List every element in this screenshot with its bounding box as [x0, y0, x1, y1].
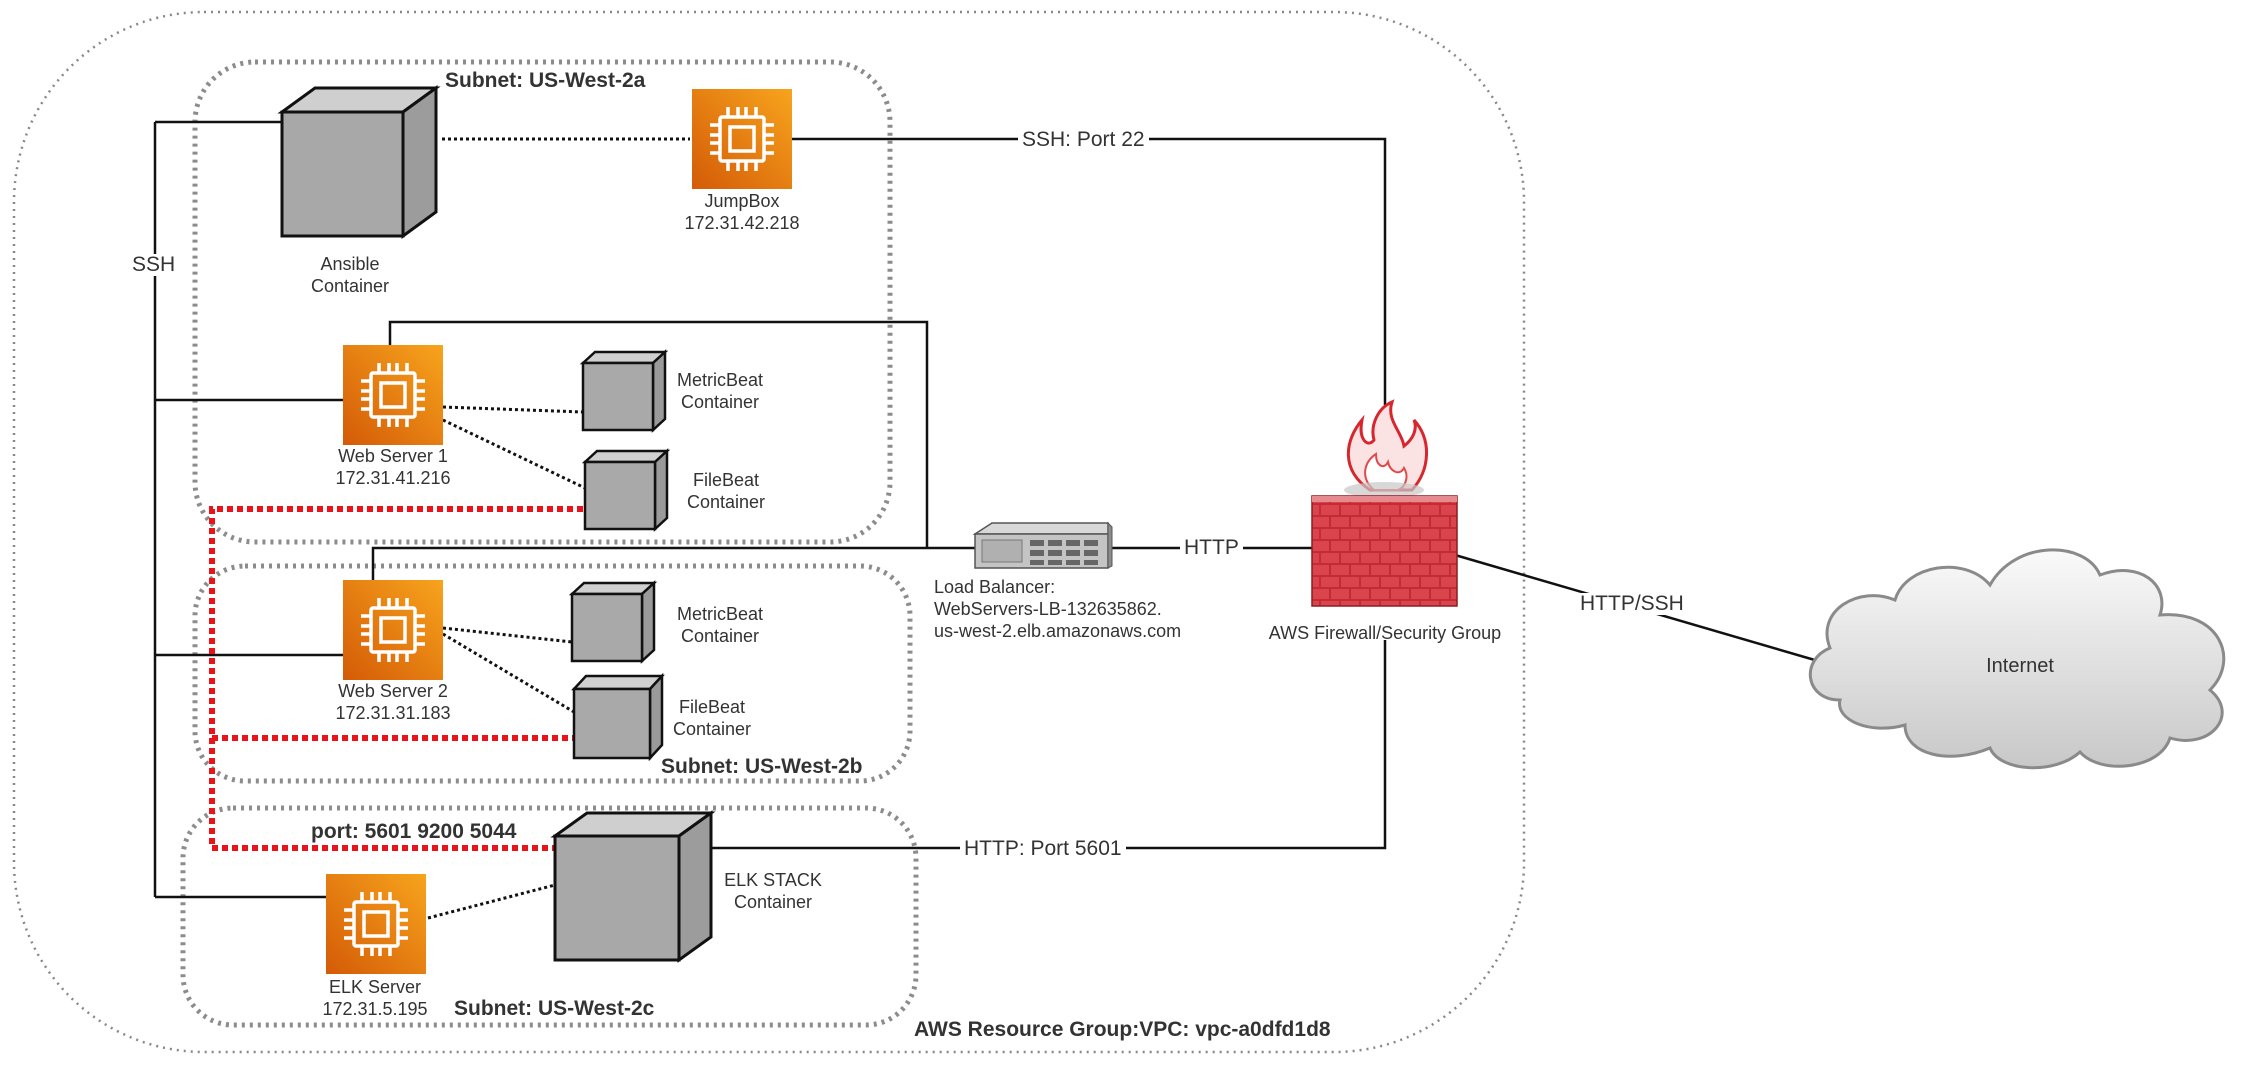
- subnet-us-west-2a-label: Subnet: US-West-2a: [445, 69, 646, 92]
- web1-lb-line: [388, 320, 929, 548]
- ansible-container-cube: [277, 85, 441, 239]
- web2-metricbeat-dotted: [442, 626, 573, 644]
- jumpbox-ec2-icon: [690, 87, 794, 191]
- subnet-us-west-2b: [192, 563, 913, 784]
- jumpbox-firewall-line: [792, 137, 1387, 405]
- http-ssh-edge-label: HTTP/SSH: [1576, 593, 1688, 615]
- http-port-5601-label: HTTP: Port 5601: [960, 838, 1126, 860]
- internet-label: Internet: [1986, 655, 2054, 677]
- elk-server-ec2-icon: [324, 872, 428, 976]
- firewall-icon: [1311, 399, 1458, 607]
- web2-filebeat-cube: [571, 672, 665, 762]
- web-server-1-ec2-icon: [341, 343, 445, 447]
- subnet-us-west-2c: [180, 805, 919, 1028]
- ssh-port-22-label: SSH: Port 22: [1018, 129, 1149, 151]
- ssh-bus-line: [153, 120, 343, 899]
- subnet-us-west-2c-label: Subnet: US-West-2c: [454, 997, 655, 1020]
- ssh-edge-label: SSH: [128, 254, 180, 276]
- load-balancer-label: Load Balancer:WebServers-LB-132635862.us…: [934, 577, 1182, 641]
- elk-stack-cube: [550, 810, 716, 963]
- web1-filebeat-dotted: [442, 418, 586, 490]
- web2-filebeat-dotted: [442, 632, 575, 714]
- vpc-label: AWS Resource Group:VPC: vpc-a0dfd1d8: [914, 1018, 1331, 1041]
- web1-metricbeat-cube: [579, 349, 669, 433]
- web1-metricbeat-dotted: [442, 405, 584, 414]
- elk-firewall-line: [712, 640, 1387, 850]
- subnet-us-west-2b-label: Subnet: US-West-2b: [661, 755, 863, 778]
- web-server-2-ec2-icon: [341, 578, 445, 682]
- vpc-boundary: [12, 10, 1526, 1054]
- log-flow-red-dotted: [209, 506, 583, 851]
- web2-lb-line: [371, 546, 975, 580]
- load-balancer-server-icon: [972, 521, 1113, 569]
- internet-cloud-icon: [1808, 548, 2226, 770]
- web1-filebeat-cube: [581, 448, 671, 532]
- http-edge-label: HTTP: [1180, 537, 1243, 559]
- web2-metricbeat-cube: [568, 580, 658, 664]
- firewall-label: AWS Firewall/Security Group: [1268, 623, 1502, 643]
- elkserver-elkstack-dotted: [427, 883, 556, 920]
- subnet-us-west-2a: [192, 59, 893, 545]
- elk-ports-label: port: 5601 9200 5044: [311, 820, 517, 843]
